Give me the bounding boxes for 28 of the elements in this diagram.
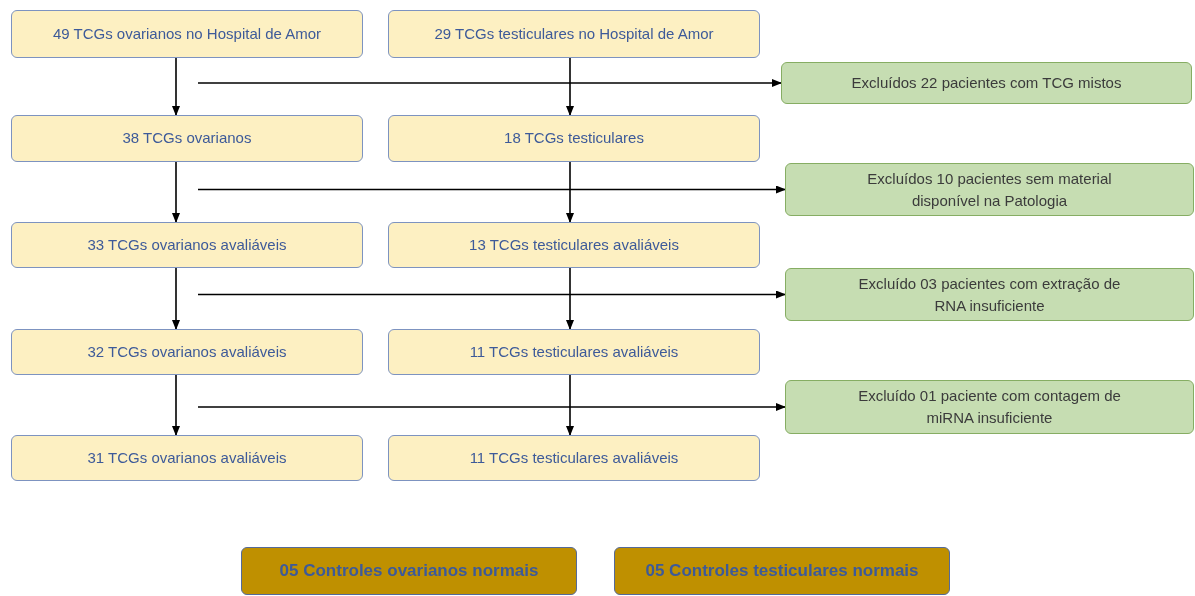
process-box: 29 TCGs testiculares no Hospital de Amor: [388, 10, 760, 58]
arrow: [197, 403, 786, 411]
arrow: [172, 161, 180, 223]
process-box: 13 TCGs testiculares avaliáveis: [388, 222, 760, 268]
arrow: [197, 79, 782, 87]
process-box: 32 TCGs ovarianos avaliáveis: [11, 329, 363, 375]
arrow: [566, 374, 574, 436]
process-box: 31 TCGs ovarianos avaliáveis: [11, 435, 363, 481]
arrow: [566, 267, 574, 330]
control-box: 05 Controles ovarianos normais: [241, 547, 577, 595]
process-box: 18 TCGs testiculares: [388, 115, 760, 162]
arrow: [172, 57, 180, 116]
exclusion-box: Excluído 01 paciente com contagem de miRNA insuficiente: [785, 380, 1194, 434]
arrow: [197, 185, 786, 194]
arrow: [172, 374, 180, 436]
control-box: 05 Controles testiculares normais: [614, 547, 950, 595]
process-box: 33 TCGs ovarianos avaliáveis: [11, 222, 363, 268]
process-box: 11 TCGs testiculares avaliáveis: [388, 435, 760, 481]
process-box: 49 TCGs ovarianos no Hospital de Amor: [11, 10, 363, 58]
arrow: [172, 267, 180, 330]
exclusion-box: Excluídos 10 pacientes sem material disponível na Patologia: [785, 163, 1194, 216]
arrow: [566, 57, 574, 116]
process-box: 11 TCGs testiculares avaliáveis: [388, 329, 760, 375]
process-box: 38 TCGs ovarianos: [11, 115, 363, 162]
exclusion-box: Excluído 03 pacientes com extração de RNA insuficiente: [785, 268, 1194, 321]
exclusion-box: Excluídos 22 pacientes com TCG mistos: [781, 62, 1192, 104]
arrow: [197, 290, 786, 299]
arrow: [566, 161, 574, 223]
